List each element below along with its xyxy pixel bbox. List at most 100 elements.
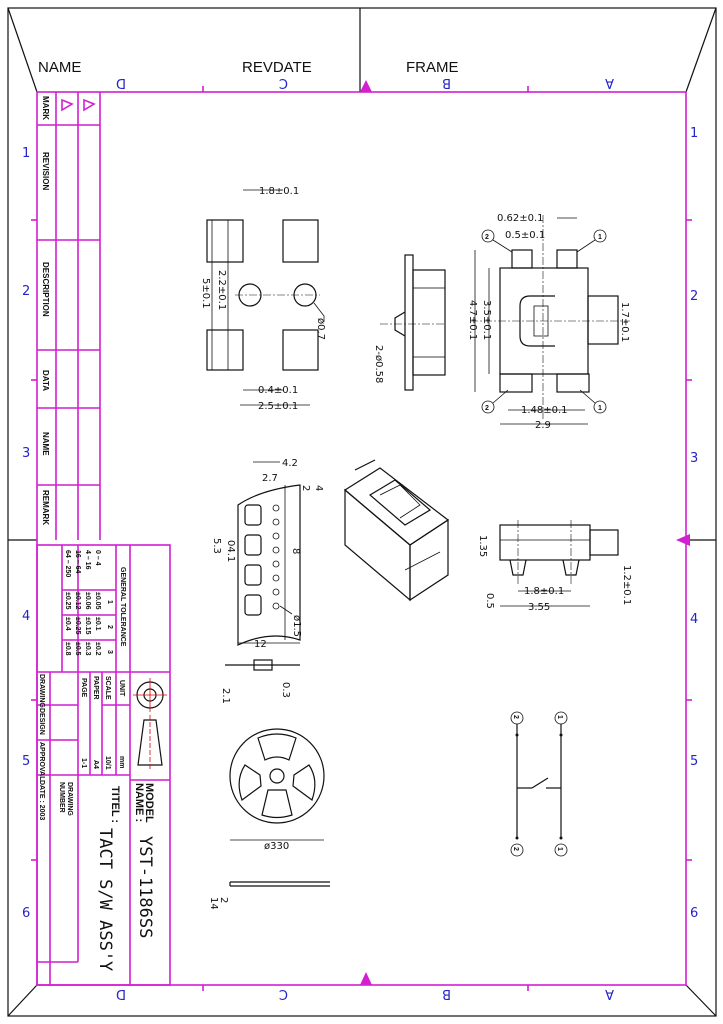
model-name: YST-1186SS: [135, 836, 155, 938]
label: DRAWING: [38, 674, 45, 708]
label: 2: [218, 897, 229, 903]
label: 3: [22, 446, 30, 461]
label: 4: [313, 485, 324, 491]
view-tape: 4.2 2.7 2 4 5.3 04.1 8 ø1.5 12 2.1 0.3: [211, 458, 324, 704]
label: 2: [485, 405, 489, 412]
label: GENERAL TOLERANCE: [119, 567, 126, 647]
label: 2.9: [535, 420, 551, 431]
label: 12: [254, 639, 267, 650]
ruler-ticks: [31, 86, 692, 991]
label: UNIT: [118, 680, 125, 697]
label: ø0.7: [315, 318, 326, 340]
label: 2-ø0.58: [373, 345, 384, 383]
label: 4: [22, 609, 30, 624]
label: 6: [690, 906, 698, 921]
label: 8: [290, 548, 301, 554]
label: DESIGN: [38, 708, 45, 735]
label: 2: [690, 289, 698, 304]
label: 1: [106, 600, 113, 604]
label: 1.2±0.1: [621, 565, 632, 605]
label: ±0.4: [64, 617, 71, 631]
label: 5: [690, 754, 698, 769]
label: 14: [208, 897, 219, 910]
view-front: 1.35 0.5 1.8±0.1 3.55 1.2±0.1: [477, 520, 632, 613]
label: 0.5±0.1: [505, 230, 545, 241]
label: 2: [300, 485, 311, 491]
label: 3.55: [528, 602, 550, 613]
label: DATE : 2003: [38, 780, 45, 820]
corner-line: [685, 984, 717, 1017]
drawing-frame: [36, 91, 687, 986]
label: 5±0.1: [200, 278, 211, 309]
label: ø1.5: [291, 615, 302, 637]
label: DESCRIPTION: [41, 262, 50, 317]
corner-line: [685, 7, 717, 93]
title-block: GENERAL TOLERANCE 1 2 3 0 – 4 ±0.05 ±0.1…: [36, 544, 171, 986]
label: REVISION: [41, 152, 50, 190]
drawing-number-label: DRAWING: [66, 782, 73, 816]
corner-line: [7, 984, 38, 1017]
label: ±0.25: [64, 592, 71, 610]
label: 1: [22, 146, 30, 161]
label: 4 – 16: [84, 550, 91, 570]
label: 0.62±0.1: [497, 213, 544, 224]
label: DATA: [41, 370, 50, 391]
view-top: 0.62±0.1 0.5±0.1 3.5±0.1 4.7±0.1 1.7±0.1…: [467, 213, 630, 431]
zone-numbers-left: 1 2 3 4 5 6: [22, 146, 30, 921]
label: 6: [22, 906, 30, 921]
label: MARK: [41, 96, 50, 120]
corner-line: [7, 7, 38, 93]
label: 3: [690, 451, 698, 466]
header-name: NAME: [38, 59, 81, 76]
label: 2.1: [220, 688, 231, 704]
label: ±0.5: [74, 642, 81, 656]
label: A4: [92, 760, 99, 769]
label: ±0.12: [74, 592, 81, 610]
label: D: [116, 75, 126, 90]
label: PAGE: [80, 678, 87, 698]
label: 1: [556, 847, 563, 851]
label: D: [116, 986, 126, 1001]
label: A: [605, 986, 614, 1001]
label: ±0.1: [94, 617, 101, 631]
label: 1.48±0.1: [521, 405, 568, 416]
label: ±0.05: [94, 592, 101, 610]
label: 2: [512, 847, 519, 851]
center-mark-top: [360, 80, 372, 92]
label: B: [442, 75, 451, 90]
info-table: UNIT mm SCALE 10/1 PAPER A4 PAGE 1-1: [80, 676, 125, 770]
label: 5: [22, 754, 30, 769]
label: 2.2±0.1: [216, 270, 227, 310]
label: 1.8±0.1: [259, 186, 299, 197]
label: 1.35: [477, 535, 488, 557]
label: ±0.3: [84, 642, 91, 656]
tolerance-table: GENERAL TOLERANCE 1 2 3 0 – 4 ±0.05 ±0.1…: [64, 550, 126, 656]
label: 1: [556, 715, 563, 719]
zone-letters-bottom: D C B A: [116, 986, 614, 1001]
label: 1: [598, 405, 602, 412]
label: 04.1: [225, 540, 236, 562]
label: ±0.25: [74, 617, 81, 635]
projection-symbol: [133, 678, 167, 770]
model-label: NAME :: [133, 783, 145, 822]
label: SCALE: [104, 676, 111, 700]
label: APPROVAL: [38, 742, 45, 781]
label: 2: [22, 284, 30, 299]
label: C: [279, 986, 288, 1001]
label: 4.7±0.1: [467, 300, 478, 340]
center-mark-bottom: [360, 972, 372, 985]
label: 10/1: [104, 756, 111, 770]
label: mm: [118, 756, 125, 768]
view-land-pattern: 1.8±0.1 2.2±0.1 5±0.1 ø0.7 0.4±0.1 2.5±0…: [200, 186, 326, 412]
outer-border: [7, 7, 717, 1017]
label: 4: [690, 612, 698, 627]
label: 2: [512, 715, 519, 719]
label: ±0.15: [84, 617, 91, 635]
label: B: [442, 986, 451, 1001]
view-side: 2-ø0.58: [373, 254, 446, 391]
header-frame: FRAME: [406, 59, 459, 76]
label: 4.2: [282, 458, 298, 469]
label: 1: [598, 234, 602, 241]
label: 5.3: [211, 538, 222, 554]
